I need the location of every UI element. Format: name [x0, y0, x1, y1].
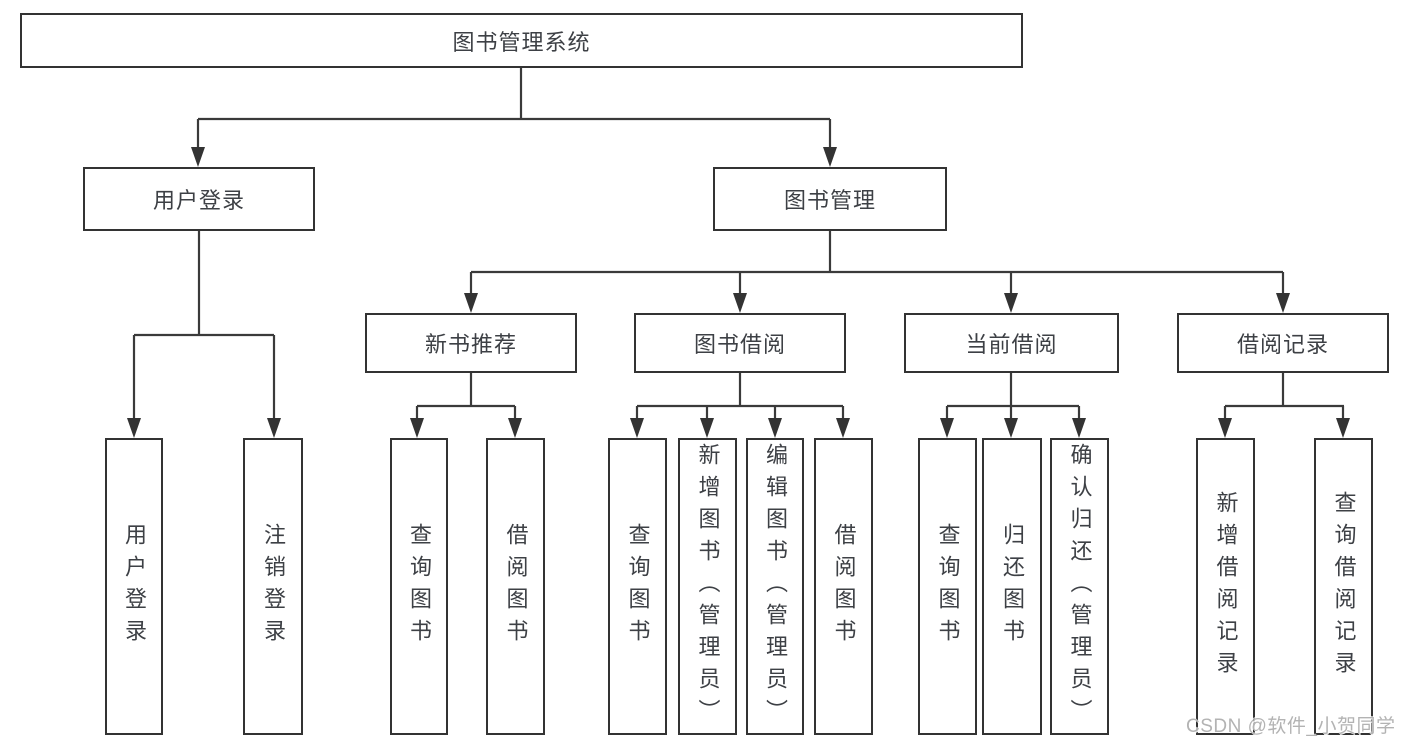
node-book-management: 图书管理: [713, 167, 947, 231]
connector-book-borrowing-children: [635, 373, 845, 423]
leaf-query-books-current: 查询图书: [918, 438, 977, 735]
node-label: 确认归还（管理员）: [1067, 442, 1093, 731]
node-label: 用户登录: [152, 188, 245, 213]
node-label: 借阅图书: [503, 522, 529, 651]
node-label: 借阅图书: [831, 522, 857, 651]
node-label: 查询图书: [407, 522, 432, 651]
arrowhead-icon: [464, 293, 478, 313]
node-user-login: 用户登录: [83, 167, 315, 231]
node-label: 编辑图书（管理员）: [763, 442, 788, 731]
connector-book-management-to-level3: [469, 231, 1285, 298]
connector-borrow-records-children: [1223, 373, 1345, 423]
arrowhead-icon: [836, 418, 850, 438]
arrowhead-icon: [630, 418, 644, 438]
connector-user-login-children: [132, 231, 276, 423]
leaf-borrow-books-recommend: 借阅图书: [486, 438, 545, 735]
node-label: 查询图书: [935, 522, 961, 651]
arrowhead-icon: [1218, 418, 1232, 438]
node-label: 注销登录: [261, 522, 286, 651]
arrowhead-icon: [940, 418, 954, 438]
leaf-return-book: 归还图书: [982, 438, 1042, 735]
node-label: 归还图书: [1000, 522, 1025, 651]
node-label: 当前借阅: [965, 332, 1058, 357]
arrowhead-icon: [127, 418, 141, 438]
arrowhead-icon: [1004, 418, 1018, 438]
node-label: 图书管理系统: [452, 29, 591, 55]
leaf-logout: 注销登录: [243, 438, 303, 735]
arrowhead-icon: [191, 147, 205, 167]
leaf-query-books-borrowing: 查询图书: [608, 438, 667, 735]
node-label: 查询借阅记录: [1331, 490, 1357, 683]
arrowhead-icon: [1336, 418, 1350, 438]
leaf-query-books-recommend: 查询图书: [390, 438, 448, 735]
node-label: 图书管理: [783, 188, 876, 213]
node-label: 新书推荐: [424, 332, 517, 357]
leaf-borrow-books-borrowing: 借阅图书: [814, 438, 873, 735]
node-label: 新增借阅记录: [1213, 490, 1239, 683]
arrowhead-icon: [768, 418, 782, 438]
arrowhead-icon: [508, 418, 522, 438]
leaf-add-book-admin: 新增图书（管理员）: [678, 438, 737, 735]
leaf-confirm-return-admin: 确认归还（管理员）: [1050, 438, 1109, 735]
connector-current-borrowing-children: [945, 373, 1081, 423]
arrowhead-icon: [1072, 418, 1086, 438]
node-new-book-recommendation: 新书推荐: [365, 313, 577, 373]
connector-root-to-level2: [196, 68, 832, 152]
leaf-user-login: 用户登录: [105, 438, 163, 735]
node-label: 图书借阅: [693, 332, 786, 357]
leaf-add-borrow-record: 新增借阅记录: [1196, 438, 1255, 735]
arrowhead-icon: [410, 418, 424, 438]
connector-new-book-children: [415, 373, 517, 423]
watermark: CSDN @软件_小贺同学: [1186, 716, 1396, 737]
arrowhead-icon: [700, 418, 714, 438]
leaf-query-borrow-record: 查询借阅记录: [1314, 438, 1373, 735]
node-label: 用户登录: [122, 522, 147, 651]
arrowhead-icon: [1004, 293, 1018, 313]
leaf-edit-book-admin: 编辑图书（管理员）: [746, 438, 804, 735]
node-label: 查询图书: [625, 522, 651, 651]
node-library-management-system: 图书管理系统: [20, 13, 1023, 68]
node-label: 借阅记录: [1236, 332, 1329, 357]
node-label: 新增图书（管理员）: [695, 442, 721, 731]
arrowhead-icon: [267, 418, 281, 438]
arrowhead-icon: [823, 147, 837, 167]
arrowhead-icon: [1276, 293, 1290, 313]
node-current-borrowing: 当前借阅: [904, 313, 1119, 373]
node-book-borrowing: 图书借阅: [634, 313, 846, 373]
node-borrowing-records: 借阅记录: [1177, 313, 1389, 373]
arrowhead-icon: [733, 293, 747, 313]
